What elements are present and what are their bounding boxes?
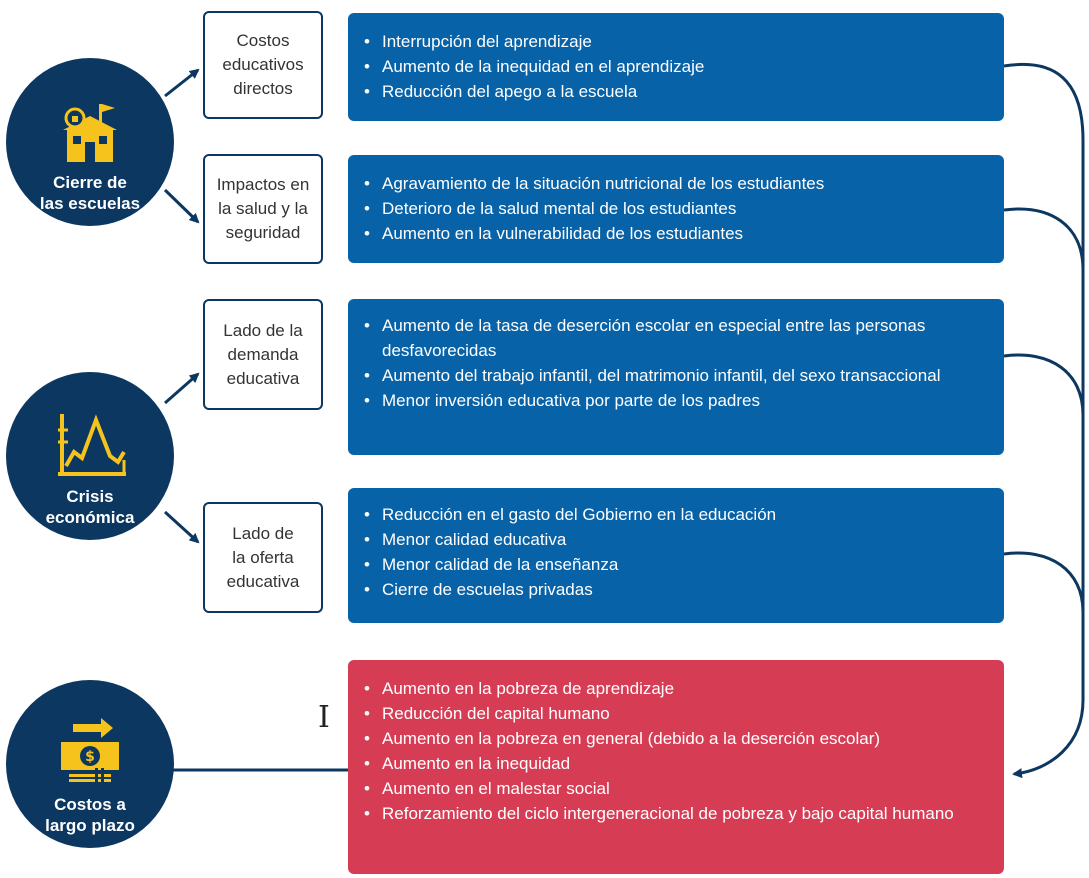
curve-3: [1003, 353, 1085, 416]
curve-1: [1003, 62, 1085, 779]
long-term-item: Aumento en la pobreza de aprendizaje: [362, 676, 984, 701]
arrow-schools-to-direct-costs: [164, 68, 200, 98]
effects-list: Aumento de la tasa de deserción escolar …: [362, 313, 984, 413]
arrow-crisis-to-supply: [163, 510, 200, 544]
effects-list: Agravamiento de la situación nutricional…: [362, 171, 984, 246]
channel-label: Costos educativos directos: [222, 31, 304, 98]
school-building-icon: [59, 98, 121, 164]
effect-item: Reducción del apego a la escuela: [362, 79, 984, 104]
effect-item: Reducción en el gasto del Gobierno en la…: [362, 502, 984, 527]
effect-item: Aumento de la inequidad en el aprendizaj…: [362, 54, 984, 79]
cause-long-term-costs: $ Costos a largo plazo: [6, 680, 174, 848]
text-cursor-icon: I: [318, 700, 330, 735]
long-term-item: Aumento en la pobreza en general (debido…: [362, 726, 984, 751]
effect-item: Aumento en la vulnerabilidad de los estu…: [362, 221, 984, 246]
effect-item: Interrupción del aprendizaje: [362, 29, 984, 54]
effects-panel-demand-side: Aumento de la tasa de deserción escolar …: [348, 299, 1004, 455]
cause-title: Costos a largo plazo: [45, 795, 135, 835]
effect-item: Aumento de la tasa de deserción escolar …: [362, 313, 984, 363]
channel-label: Lado de la demanda educativa: [223, 320, 303, 388]
effects-list: Reducción en el gasto del Gobierno en la…: [362, 502, 984, 602]
economic-chart-icon: [52, 412, 128, 478]
channel-supply-side: Lado de la oferta educativa: [203, 502, 323, 613]
curve-4: [1003, 551, 1085, 613]
effect-item: Menor inversión educativa por parte de l…: [362, 388, 984, 413]
cause-title: Crisis económica: [45, 487, 135, 527]
channel-label: Impactos en la salud y la seguridad: [216, 175, 310, 242]
effect-item: Menor calidad educativa: [362, 527, 984, 552]
curve-2: [1003, 207, 1085, 271]
effects-list: Interrupción del aprendizaje Aumento de …: [362, 29, 984, 104]
svg-text:$: $: [85, 749, 95, 765]
effect-item: Menor calidad de la enseñanza: [362, 552, 984, 577]
money-arrow-icon: $: [55, 718, 125, 786]
arrow-crisis-to-demand: [164, 372, 200, 405]
long-term-item: Reforzamiento del ciclo intergeneraciona…: [362, 801, 984, 826]
effects-panel-health-safety: Agravamiento de la situación nutricional…: [348, 155, 1004, 263]
arrow-schools-to-health: [163, 188, 200, 224]
cause-title: Cierre de las escuelas: [39, 173, 141, 213]
effect-item: Aumento del trabajo infantil, del matrim…: [362, 363, 984, 388]
long-term-list: Aumento en la pobreza de aprendizaje Red…: [362, 676, 984, 826]
effects-panel-supply-side: Reducción en el gasto del Gobierno en la…: [348, 488, 1004, 623]
effects-panel-direct-costs: Interrupción del aprendizaje Aumento de …: [348, 13, 1004, 121]
channel-health-safety: Impactos en la salud y la seguridad: [203, 154, 323, 264]
effect-item: Deterioro de la salud mental de los estu…: [362, 196, 984, 221]
long-term-item: Aumento en la inequidad: [362, 751, 984, 776]
channel-label: Lado de la oferta educativa: [226, 523, 300, 591]
cause-school-closure: Cierre de las escuelas: [6, 58, 174, 226]
long-term-item: Aumento en el malestar social: [362, 776, 984, 801]
effect-item: Agravamiento de la situación nutricional…: [362, 171, 984, 196]
channel-direct-costs: Costos educativos directos: [203, 11, 323, 119]
effects-panel-long-term: Aumento en la pobreza de aprendizaje Red…: [348, 660, 1004, 874]
cause-economic-crisis: Crisis económica: [6, 372, 174, 540]
long-term-item: Reducción del capital humano: [362, 701, 984, 726]
channel-demand-side: Lado de la demanda educativa: [203, 299, 323, 410]
effect-item: Cierre de escuelas privadas: [362, 577, 984, 602]
